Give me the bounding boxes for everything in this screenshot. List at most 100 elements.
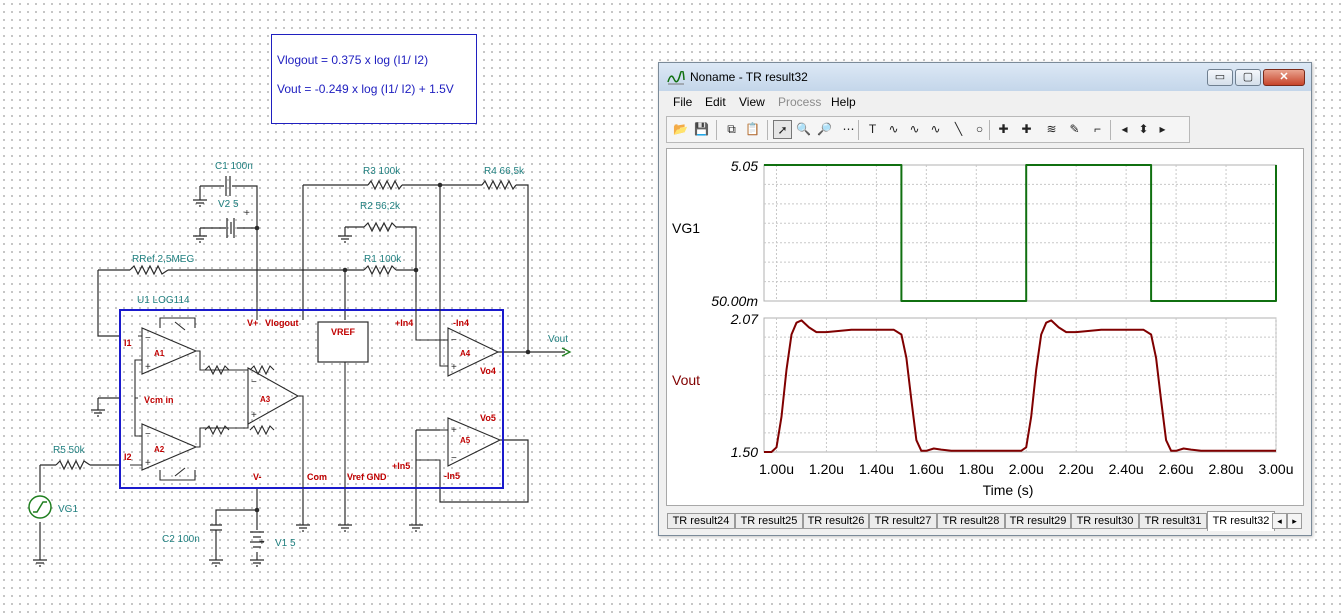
toolbar-separator	[767, 120, 768, 140]
menu-file[interactable]: File	[673, 95, 693, 109]
svg-text:+: +	[251, 410, 257, 421]
r1-label: R1 100k	[364, 254, 402, 265]
arrow-left-icon[interactable]: ◂	[1121, 122, 1128, 136]
toolbar-separator	[858, 120, 859, 140]
arrow-updown-icon[interactable]: ⬍	[1138, 122, 1149, 136]
app-icon	[667, 71, 685, 85]
formula-vlogout: Vlogout = 0.375 x log (I1/ I2)	[277, 53, 429, 67]
tab-scroll-right-icon[interactable]: ▸	[1287, 513, 1302, 529]
copy-icon[interactable]: ⧉	[727, 122, 736, 136]
tab-tr-result26[interactable]: TR result26	[803, 513, 869, 529]
open-icon[interactable]: 📂	[673, 122, 688, 136]
plot-frame	[763, 317, 1277, 453]
cursor-a-icon[interactable]: ✚	[998, 122, 1009, 136]
arrow-right-icon[interactable]: ▸	[1159, 122, 1166, 136]
svg-text:−: −	[145, 429, 151, 440]
pin-i2: I2	[124, 452, 132, 462]
x-tick-label: 2.20u	[1059, 461, 1094, 477]
svg-text:−: −	[251, 377, 257, 388]
tab-scroll-left-icon[interactable]: ◂	[1272, 513, 1287, 529]
text-icon[interactable]: T	[868, 122, 877, 136]
save-icon[interactable]: 💾	[694, 122, 709, 136]
x-tick-label: 2.40u	[1109, 461, 1144, 477]
y-tick-label-bottom: 50.00m	[711, 293, 758, 309]
vg1-label: VG1	[58, 504, 78, 515]
x-axis-label: Time (s)	[983, 482, 1034, 498]
window-title: Noname - TR result32	[690, 70, 808, 84]
plot-frame	[763, 164, 1277, 302]
pin-i1: I1	[124, 338, 132, 348]
step-icon[interactable]: ⌐	[1093, 122, 1101, 136]
maximize-button[interactable]: ▢	[1235, 69, 1261, 86]
circle-icon[interactable]: ○	[975, 122, 984, 136]
vout-label: Vout	[548, 334, 568, 345]
pin-com: Com	[307, 472, 327, 482]
menu-bar: File Edit View Process Help	[659, 92, 1311, 112]
x-tick-label: 1.60u	[909, 461, 944, 477]
curve-tool-icon[interactable]: ∿	[888, 122, 899, 136]
y-axis-label: Vout	[672, 372, 700, 388]
tab-tr-result29[interactable]: TR result29	[1005, 513, 1071, 529]
waves-icon[interactable]: ≋	[1046, 122, 1057, 136]
pin-in5-plus: +In5	[392, 461, 410, 471]
log114-outline	[119, 309, 504, 489]
vout-series-line	[764, 319, 1276, 453]
tab-tr-result30[interactable]: TR result30	[1071, 513, 1139, 529]
result-window: Noname - TR result32 ▭ ▢ ✕ File Edit Vie…	[658, 62, 1312, 536]
svg-text:+: +	[244, 208, 250, 219]
y-tick-label-bottom: 1.50	[731, 444, 758, 460]
menu-help[interactable]: Help	[831, 95, 856, 109]
pointer-icon[interactable]: ➚	[773, 120, 792, 139]
tab-tr-result27[interactable]: TR result27	[869, 513, 937, 529]
menu-process[interactable]: Process	[778, 95, 822, 109]
line-icon[interactable]: ╲	[954, 122, 963, 136]
x-tick-label: 2.80u	[1209, 461, 1244, 477]
pin-vcm-in: Vcm in	[144, 395, 174, 405]
close-button[interactable]: ✕	[1263, 69, 1305, 86]
x-tick-label: 1.20u	[809, 461, 844, 477]
amp-a4: A4	[460, 349, 471, 358]
u1-label: U1 LOG114	[137, 295, 190, 306]
tab-tr-result24[interactable]: TR result24	[667, 513, 735, 529]
svg-text:+: +	[451, 362, 457, 373]
pin-vref: VREF	[331, 327, 356, 337]
curve-tool-2-icon[interactable]: ∿	[909, 122, 920, 136]
tab-tr-result32[interactable]: TR result32	[1207, 511, 1275, 531]
rref-label: RRef 2,5MEG	[132, 254, 194, 265]
toolbar: 📂 💾 ⧉ 📋 ➚ 🔍 🔎 ⋯ T ∿ ∿ ∿ ╲ ○ ✚ ✚ ≋ ✎ ⌐ ◂ ⬍ ▸	[666, 116, 1190, 143]
pin-vlogout: Vlogout	[265, 318, 299, 328]
svg-text:+: +	[145, 362, 151, 373]
tab-tr-result25[interactable]: TR result25	[735, 513, 803, 529]
minimize-button[interactable]: ▭	[1207, 69, 1233, 86]
grid-icon[interactable]: ⋯	[842, 122, 855, 136]
menu-edit[interactable]: Edit	[705, 95, 726, 109]
paste-icon[interactable]: 📋	[745, 122, 760, 136]
probe-icon[interactable]: ✎	[1069, 122, 1080, 136]
pin-in4-plus: +In4	[395, 318, 413, 328]
pin-in5-minus: -In5	[444, 471, 460, 481]
zoom-100-icon[interactable]: 🔎	[817, 122, 832, 136]
pin-vplus: V+	[247, 318, 258, 328]
toolbar-separator	[1110, 120, 1111, 140]
v2-label: V2 5	[218, 199, 239, 210]
zoom-in-icon[interactable]: 🔍	[796, 122, 811, 136]
svg-text:−: −	[451, 335, 457, 346]
curve-tool-3-icon[interactable]: ∿	[930, 122, 941, 136]
r3-label: R3 100k	[363, 166, 401, 177]
v1-label: V1 5	[275, 538, 296, 549]
amp-a5: A5	[460, 436, 471, 445]
tab-tr-result28[interactable]: TR result28	[937, 513, 1005, 529]
cursor-b-icon[interactable]: ✚	[1021, 122, 1032, 136]
title-bar[interactable]: Noname - TR result32 ▭ ▢ ✕	[659, 63, 1311, 91]
c2-label: C2 100n	[162, 534, 200, 545]
vg1-series-line	[764, 164, 1277, 302]
svg-text:+: +	[451, 425, 457, 436]
tab-tr-result31[interactable]: TR result31	[1139, 513, 1207, 529]
menu-view[interactable]: View	[739, 95, 765, 109]
x-tick-label: 2.00u	[1009, 461, 1044, 477]
x-tick-label: 1.40u	[859, 461, 894, 477]
r5-label: R5 50k	[53, 445, 86, 456]
